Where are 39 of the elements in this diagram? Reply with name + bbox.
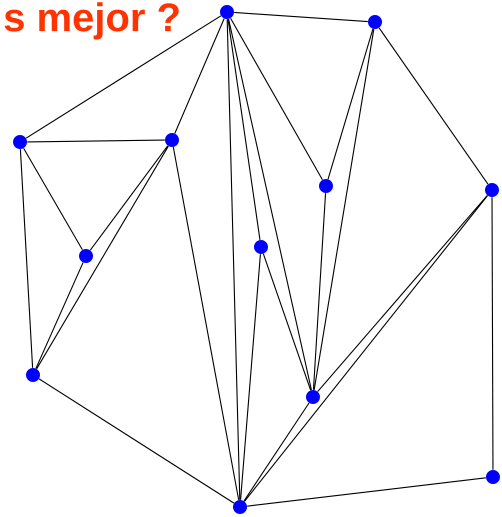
edge-line	[314, 29, 374, 390]
edge-line	[174, 18, 225, 134]
edge-line	[26, 15, 222, 139]
vertex-dot	[254, 240, 268, 254]
vertex-dot	[485, 183, 499, 197]
edge-line	[312, 193, 326, 390]
edge-line	[35, 262, 84, 369]
edge-line	[172, 146, 240, 500]
vertex-dot	[220, 5, 234, 19]
edge-line	[20, 149, 34, 368]
edge-line	[38, 378, 234, 504]
vertex-dot	[165, 133, 179, 147]
edge-line	[378, 28, 488, 184]
edge-line	[90, 145, 168, 251]
edge-line	[36, 146, 169, 370]
vertex-dot	[486, 470, 500, 484]
heading-text: s mejor ?	[4, 2, 179, 40]
vertex-dot	[368, 15, 382, 29]
edge-line	[262, 254, 312, 390]
vertex-dot	[306, 390, 320, 404]
edge-line	[244, 402, 310, 502]
edge-line	[491, 197, 494, 470]
edge-line	[27, 140, 165, 142]
edge-line	[317, 195, 488, 392]
vertex-dot	[233, 500, 247, 514]
edge-line	[228, 18, 312, 390]
vertex-dot	[319, 179, 333, 193]
edge-line	[234, 12, 368, 22]
vertex-dot	[26, 368, 40, 382]
edge-line	[227, 19, 260, 240]
edge-line	[328, 28, 374, 180]
edge-line	[247, 477, 486, 507]
edge-line	[240, 254, 261, 500]
vertex-dot	[79, 249, 93, 263]
edge-line	[230, 18, 323, 180]
vertex-dot	[13, 135, 27, 149]
edge-line	[23, 148, 83, 250]
edge-line	[244, 195, 488, 502]
edge-line	[226, 19, 240, 500]
